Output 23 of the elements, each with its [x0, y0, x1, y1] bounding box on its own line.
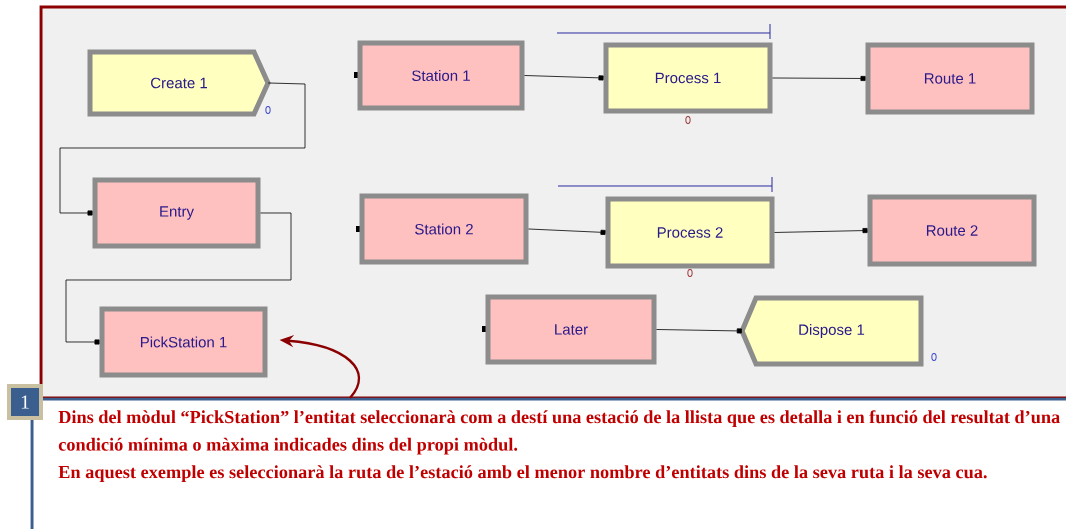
- dispose-block: Dispose 1: [739, 295, 924, 367]
- connector: [656, 328, 742, 334]
- connector: [774, 228, 868, 234]
- connector: [528, 228, 606, 235]
- module-box: Route 1: [865, 42, 1035, 115]
- connector: [772, 75, 866, 81]
- module-box: Later: [485, 294, 657, 365]
- counter-value: 0: [685, 116, 691, 124]
- connector: [524, 75, 604, 81]
- module-box: PickStation 1: [99, 306, 268, 378]
- connector: [65, 212, 292, 345]
- module-box: Process 2: [605, 196, 775, 269]
- module-box: Process 1: [603, 42, 773, 114]
- callout-number: 1: [7, 384, 43, 420]
- counter-value: 0: [687, 269, 693, 277]
- connector: [59, 82, 306, 216]
- note-text: Dins del mòdul “PickStation” l’entitat seleccionarà com a destí una estació de la llista que es detalla i en funció del resultat d’una condició mínima o màxima indicades dins del propi mòdul. En aquest exemple es seleccionarà la ruta de l’estació amb el menor nombre d’entitats dins de la seva ruta i la seva cua.: [58, 410, 1060, 482]
- module-box: Station 1: [357, 40, 525, 111]
- module-box: Entry: [92, 177, 261, 249]
- module-box: Route 2: [867, 194, 1037, 267]
- counter-value: 0: [931, 353, 937, 361]
- counter-value: 0: [265, 106, 271, 114]
- module-box: Station 2: [359, 193, 529, 265]
